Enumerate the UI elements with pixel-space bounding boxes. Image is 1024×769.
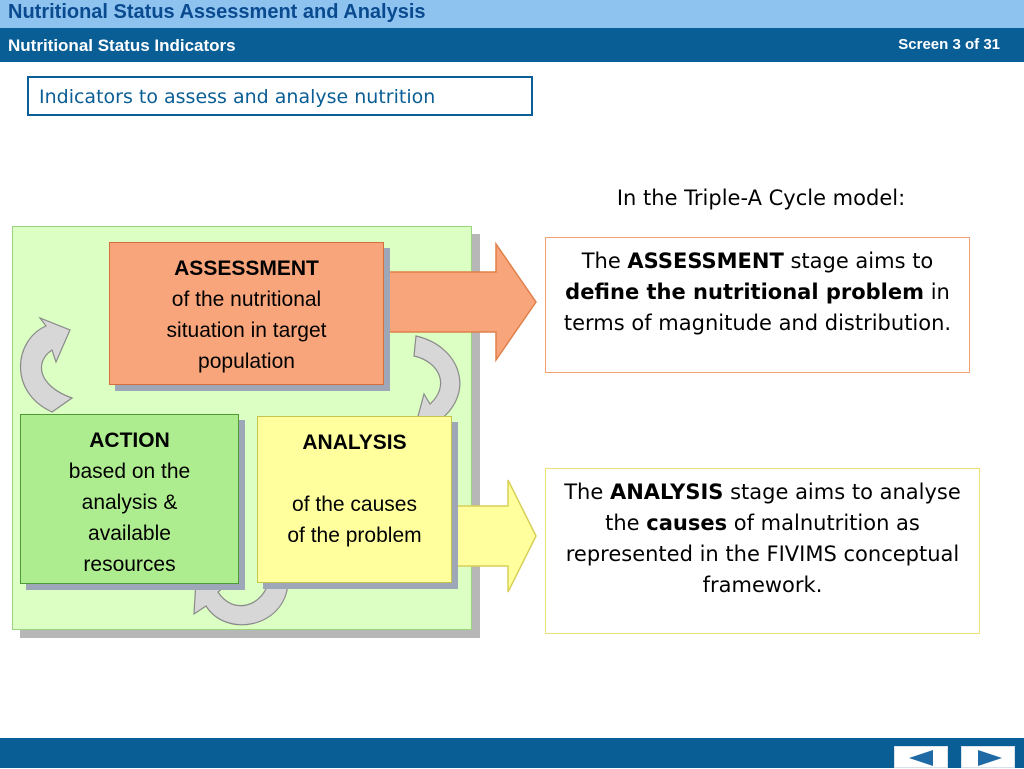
assessment-line: population bbox=[198, 350, 295, 373]
action-title: ACTION bbox=[89, 429, 170, 452]
section-title: Nutritional Status Indicators bbox=[8, 36, 236, 55]
action-line: resources bbox=[83, 553, 176, 576]
analysis-line: of the causes bbox=[292, 493, 417, 516]
model-intro: In the Triple-A Cycle model: bbox=[616, 186, 906, 210]
next-button[interactable] bbox=[961, 746, 1015, 768]
assessment-title: ASSESSMENT bbox=[174, 257, 319, 280]
analysis-info: The ANALYSIS stage aims to analyse the c… bbox=[545, 468, 980, 634]
action-line: available bbox=[88, 522, 171, 545]
cycle-arrow-left-icon bbox=[19, 316, 74, 413]
action-box: ACTION based on the analysis & available… bbox=[20, 414, 239, 584]
assessment-info: The ASSESSMENT stage aims to define the … bbox=[545, 237, 970, 373]
course-title: Nutritional Status Assessment and Analys… bbox=[8, 1, 426, 23]
assessment-box: ASSESSMENT of the nutritional situation … bbox=[109, 242, 384, 385]
screen-counter: Screen 3 of 31 bbox=[898, 36, 1000, 53]
analysis-title: ANALYSIS bbox=[302, 431, 407, 454]
bottom-bar bbox=[0, 738, 1024, 768]
assessment-line: of the nutritional bbox=[171, 288, 322, 311]
page-heading: Indicators to assess and analyse nutriti… bbox=[27, 76, 533, 116]
triangle-right-icon bbox=[978, 750, 1002, 766]
analysis-box: ANALYSIS of the causes of the problem bbox=[257, 416, 452, 583]
action-line: analysis & bbox=[81, 491, 178, 514]
title-bar: Nutritional Status Assessment and Analys… bbox=[0, 0, 1024, 28]
previous-button[interactable] bbox=[894, 746, 948, 768]
triangle-left-icon bbox=[909, 750, 933, 766]
assessment-arrow-icon bbox=[383, 241, 537, 363]
section-bar: Nutritional Status Indicators Screen 3 o… bbox=[0, 28, 1024, 62]
assessment-line: situation in target bbox=[166, 319, 327, 342]
cycle-arrow-bottom-icon bbox=[193, 579, 289, 626]
action-line: based on the bbox=[68, 460, 191, 483]
analysis-line: of the problem bbox=[287, 524, 422, 547]
analysis-arrow-icon bbox=[451, 479, 537, 593]
